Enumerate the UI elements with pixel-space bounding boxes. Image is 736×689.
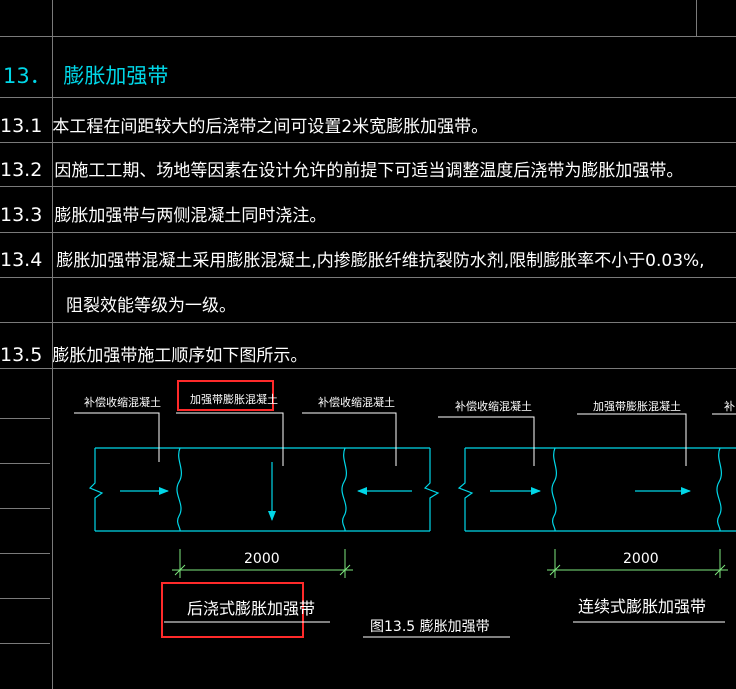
dimension-left-value: 2000	[244, 551, 280, 567]
grid-line	[0, 142, 736, 143]
continuous-band-drawing	[457, 447, 736, 532]
grid-vertical-line	[52, 0, 53, 689]
joint-left	[176, 447, 183, 532]
caption-left: 后浇式膨胀加强带	[187, 599, 315, 618]
grid-line	[0, 232, 736, 233]
leader-middle-band	[176, 412, 284, 466]
section-title: 膨胀加强带	[63, 64, 169, 88]
item-13-4-continuation: 阻裂效能等级为一级。	[66, 291, 236, 316]
dimension-left	[172, 549, 353, 578]
item-text: 膨胀加强带与两侧混凝土同时浇注。	[54, 206, 327, 226]
item-13-2: 13.2 因施工工期、场地等因素在设计允许的前提下可适当调整温度后浇带为膨胀加强…	[0, 156, 683, 181]
highlight-box-caption	[161, 582, 304, 638]
item-number: 13.1	[0, 115, 43, 137]
item-text: 膨胀加强带施工顺序如下图所示。	[52, 346, 308, 366]
grid-line	[0, 277, 736, 278]
item-13-1: 13.1 本工程在间距较大的后浇带之间可设置2米宽膨胀加强带。	[0, 112, 488, 137]
label-left-concrete-1: 补偿收缩混凝土	[84, 395, 161, 409]
break-line-right	[423, 448, 440, 531]
grid-line	[0, 36, 736, 37]
item-text: 膨胀加强带混凝土采用膨胀混凝土,内掺膨胀纤维抗裂防水剂,限制膨胀率不小于0.03…	[56, 251, 705, 271]
grid-line	[0, 186, 736, 187]
grid-line-short	[0, 643, 50, 644]
joint-right	[341, 447, 348, 532]
grid-line-short	[0, 598, 50, 599]
continuous-leaders	[438, 413, 736, 466]
item-text: 因施工工期、场地等因素在设计允许的前提下可适当调整温度后浇带为膨胀加强带。	[54, 161, 684, 181]
grid-line-short	[0, 418, 50, 419]
post-cast-leaders	[74, 412, 397, 466]
leader-middle-band	[577, 413, 687, 466]
break-line-left	[457, 448, 474, 531]
joint-right	[716, 447, 723, 532]
grid-line	[0, 322, 736, 323]
highlight-box-band-label	[177, 380, 274, 411]
grid-line-short	[0, 508, 50, 509]
post-cast-band-drawing	[88, 447, 440, 532]
item-number: 13.3	[0, 204, 43, 226]
dimension-right	[547, 549, 728, 578]
item-13-5: 13.5 膨胀加强带施工顺序如下图所示。	[0, 341, 307, 366]
item-text: 本工程在间距较大的后浇带之间可设置2米宽膨胀加强带。	[52, 117, 489, 137]
item-text: 阻裂效能等级为一级。	[66, 296, 236, 316]
section-heading: 13． 膨胀加强带	[3, 60, 168, 90]
label-middle-band-1: 加强带膨胀混凝土	[190, 392, 278, 406]
caption-center: 图13.5 膨胀加强带	[370, 618, 490, 635]
leader-right-concrete	[302, 412, 397, 466]
leader-left-concrete	[438, 416, 535, 466]
grid-line-short	[0, 553, 50, 554]
label-right-concrete-1: 补偿收缩混凝土	[318, 395, 395, 409]
grid-line	[0, 97, 736, 98]
item-number: 13.5	[0, 344, 43, 366]
dimension-right-value: 2000	[623, 551, 659, 567]
label-left-concrete-2: 补偿收缩混凝土	[455, 399, 532, 413]
item-number: 13.4	[0, 249, 43, 271]
break-line-left	[88, 448, 104, 531]
item-number: 13.2	[0, 159, 43, 181]
caption-right: 连续式膨胀加强带	[578, 597, 706, 616]
leader-left-concrete	[74, 412, 160, 462]
section-number: 13．	[3, 64, 51, 88]
grid-vertical-line	[696, 0, 697, 36]
item-13-4: 13.4 膨胀加强带混凝土采用膨胀混凝土,内掺膨胀纤维抗裂防水剂,限制膨胀率不小…	[0, 246, 705, 271]
joint-left	[551, 447, 558, 532]
grid-line	[0, 368, 736, 369]
item-13-3: 13.3 膨胀加强带与两侧混凝土同时浇注。	[0, 201, 326, 226]
label-middle-band-2: 加强带膨胀混凝土	[593, 399, 681, 413]
label-right-concrete-2: 补	[724, 400, 735, 413]
grid-line-short	[0, 463, 50, 464]
